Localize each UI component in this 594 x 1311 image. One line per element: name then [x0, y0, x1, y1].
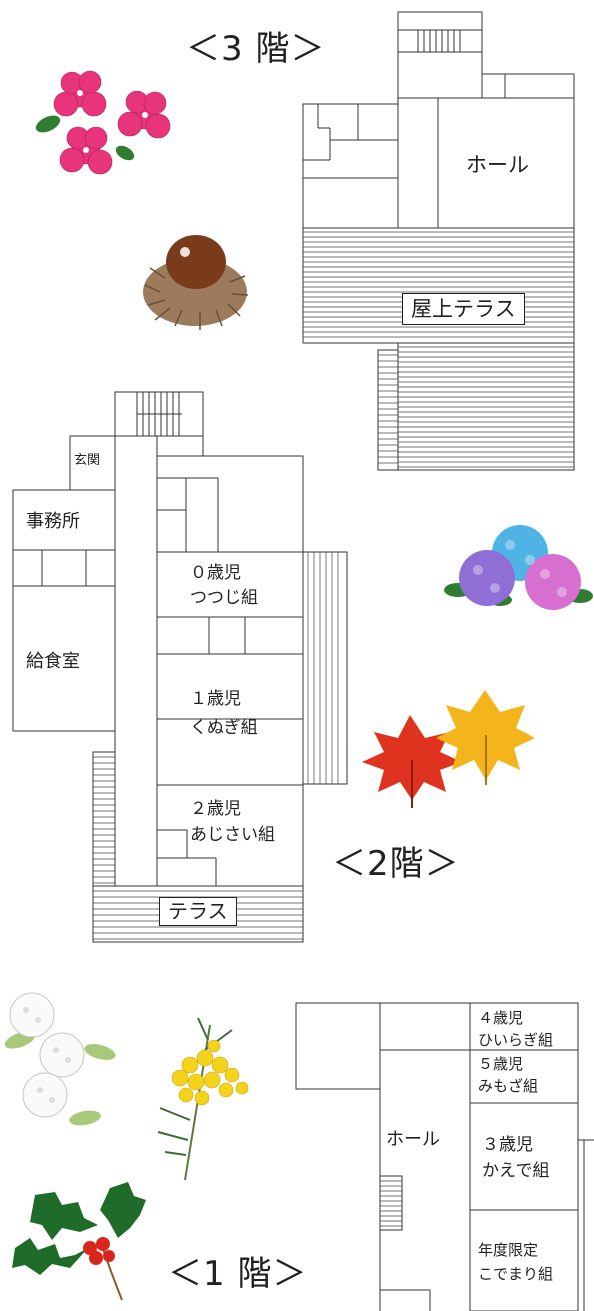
floor3-plan [302, 11, 575, 471]
chestnut-illustration [143, 235, 249, 330]
floor3-hall-label: ホール [466, 153, 529, 177]
floor1-room3-name: かえで組 [482, 1161, 550, 1181]
floor2-room0-age: ０歳児 [190, 563, 241, 583]
floor1-room4-age: ４歳児 [478, 1009, 524, 1027]
floor2-plan [12, 391, 348, 943]
floor3-terrace-hatching [303, 231, 574, 338]
floor1-title: ＜1 階＞ [168, 1254, 308, 1294]
floor3-title: ＜3 階＞ [186, 29, 326, 69]
floor2-stairs [93, 756, 115, 884]
floor1-roomY-label: 年度限定 [478, 1241, 539, 1259]
floor2-room1-name: くぬぎ組 [190, 718, 258, 738]
hydrangea-illustration [444, 525, 593, 610]
floor3-lower-hatching [398, 346, 574, 468]
holly-illustration [12, 1182, 146, 1301]
azalea-flowers-illustration [35, 70, 171, 175]
mimosa-illustration [157, 1017, 249, 1181]
floor3-rooftop-terrace-label: 屋上テラス [402, 293, 525, 326]
floor2-room2-age: ２歳児 [190, 799, 241, 819]
floor1-roomY-name: こでまり組 [478, 1265, 554, 1283]
floor1-room3-age: ３歳児 [482, 1135, 533, 1155]
floor1-stairs [380, 1180, 402, 1227]
floor1-room5-age: ５歳児 [478, 1055, 524, 1073]
floor1-room4-name: ひいらぎ組 [478, 1031, 554, 1049]
spirea-flowers-illustration [4, 992, 116, 1126]
floor3-stairs [378, 354, 398, 464]
floor1-plan [295, 1002, 594, 1311]
floor2-room0-name: つつじ組 [190, 588, 258, 608]
floor1-room5-name: みもざ組 [478, 1077, 539, 1095]
floor2-entrance-label: 玄関 [74, 453, 101, 468]
maple-leaves-illustration [362, 690, 535, 808]
floor1-hall-label: ホール [386, 1129, 440, 1150]
floor2-office-label: 事務所 [26, 511, 80, 532]
floor2-balcony-hatching [307, 552, 339, 784]
floor2-terrace-label: テラス [159, 897, 237, 926]
floor2-room1-age: １歳児 [190, 689, 241, 709]
floor2-room2-name: あじさい組 [190, 825, 275, 845]
floor2-title: ＜2階＞ [332, 844, 460, 884]
floor2-kitchen-label: 給食室 [26, 651, 80, 672]
